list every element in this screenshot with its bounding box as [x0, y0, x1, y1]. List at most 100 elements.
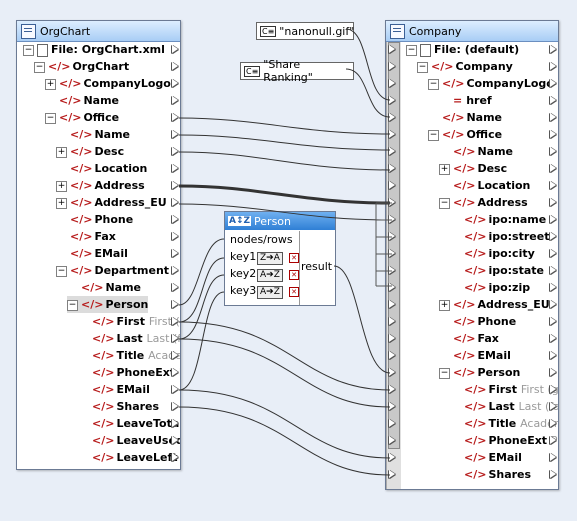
- input-key1[interactable]: key1: [230, 250, 257, 263]
- input-connector-icon[interactable]: [389, 130, 395, 138]
- output-connector-icon[interactable]: [550, 79, 556, 87]
- sort-function-person[interactable]: A↕Z Person nodes/rows key1 key2 key3 Z➔A…: [224, 211, 336, 306]
- output-connector-icon[interactable]: [172, 300, 178, 308]
- output-connector-icon[interactable]: [172, 385, 178, 393]
- input-connector-icon[interactable]: [389, 334, 395, 342]
- input-connector-icon[interactable]: [389, 147, 395, 155]
- output-connector-icon[interactable]: [550, 181, 556, 189]
- left-row-leaveleft[interactable]: </>LeaveLeft: [78, 449, 178, 466]
- collapse-icon[interactable]: −: [439, 367, 450, 379]
- output-connector-icon[interactable]: [550, 436, 556, 444]
- left-row-file-orgchart-xml[interactable]: −File: OrgChart.xml: [23, 41, 165, 58]
- input-connector-icon[interactable]: [389, 79, 395, 87]
- output-connector-icon[interactable]: [550, 232, 556, 240]
- collapse-icon[interactable]: −: [406, 44, 417, 56]
- output-result[interactable]: result: [301, 260, 333, 273]
- source-component-header[interactable]: OrgChart: [17, 21, 180, 42]
- key1-sort-order-toggle[interactable]: Z➔A: [257, 252, 283, 265]
- left-row-leaveused[interactable]: </>LeaveUsed: [78, 432, 180, 449]
- output-connector-icon[interactable]: [172, 334, 178, 342]
- expand-icon[interactable]: +: [56, 197, 67, 209]
- key3-sort-order-toggle[interactable]: A➔Z: [257, 286, 283, 299]
- input-connector-icon[interactable]: [389, 300, 395, 308]
- output-connector-icon[interactable]: [550, 334, 556, 342]
- output-connector-icon[interactable]: [550, 470, 556, 478]
- output-connector-icon[interactable]: [550, 62, 556, 70]
- collapse-icon[interactable]: −: [428, 129, 439, 141]
- output-connector-icon[interactable]: [172, 130, 178, 138]
- right-row-file-default-[interactable]: −File: (default): [406, 41, 519, 58]
- target-component-header[interactable]: Company: [386, 21, 558, 42]
- output-connector-icon[interactable]: [550, 402, 556, 410]
- left-row-name[interactable]: </>Name: [45, 92, 119, 109]
- left-row-name[interactable]: </>Name: [56, 126, 130, 143]
- input-connector-icon[interactable]: [389, 436, 395, 444]
- right-row-name[interactable]: </>Name: [439, 143, 513, 160]
- output-connector-icon[interactable]: [172, 96, 178, 104]
- output-connector-icon[interactable]: [550, 215, 556, 223]
- right-row-office[interactable]: −</>Office: [428, 126, 502, 143]
- collapse-icon[interactable]: −: [67, 299, 78, 311]
- right-row-href[interactable]: =href: [439, 92, 492, 109]
- output-connector-icon[interactable]: [550, 368, 556, 376]
- expand-icon[interactable]: +: [439, 299, 450, 311]
- output-connector-icon[interactable]: [550, 113, 556, 121]
- right-row-phoneext[interactable]: </>PhoneExt Phon: [450, 432, 558, 449]
- input-connector-icon[interactable]: [389, 385, 395, 393]
- output-connector-icon[interactable]: [550, 45, 556, 53]
- left-row-address[interactable]: +</>Address: [56, 177, 145, 194]
- expand-icon[interactable]: +: [439, 163, 450, 175]
- output-connector-icon[interactable]: [172, 368, 178, 376]
- right-row-phone[interactable]: </>Phone: [439, 313, 516, 330]
- output-connector-icon[interactable]: [172, 181, 178, 189]
- target-component-company[interactable]: Company −File: (default)−</>Company−</>C…: [385, 20, 559, 490]
- right-row-title[interactable]: </>Title Academic: [450, 415, 558, 432]
- right-row-ipo-street[interactable]: </>ipo:street: [450, 228, 549, 245]
- left-row-companylogo[interactable]: +</>CompanyLogo: [45, 75, 171, 92]
- collapse-icon[interactable]: −: [56, 265, 67, 277]
- output-connector-icon[interactable]: [172, 79, 178, 87]
- input-connector-icon[interactable]: [389, 470, 395, 478]
- input-connector-icon[interactable]: [389, 266, 395, 274]
- collapse-icon[interactable]: −: [428, 78, 439, 90]
- output-connector-icon[interactable]: [172, 317, 178, 325]
- output-connector-icon[interactable]: [550, 130, 556, 138]
- output-connector-icon[interactable]: [172, 419, 178, 427]
- right-row-address-eu[interactable]: +</>Address_EU: [439, 296, 550, 313]
- right-row-person[interactable]: −</>Person: [439, 364, 520, 381]
- right-row-shares[interactable]: </>Shares: [450, 466, 531, 483]
- right-row-ipo-state[interactable]: </>ipo:state: [450, 262, 544, 279]
- input-connector-icon[interactable]: [389, 96, 395, 104]
- output-connector-icon[interactable]: [550, 198, 556, 206]
- expand-icon[interactable]: +: [56, 146, 67, 158]
- right-row-address[interactable]: −</>Address: [439, 194, 528, 211]
- right-row-email[interactable]: </>EMail: [450, 449, 522, 466]
- output-connector-icon[interactable]: [550, 147, 556, 155]
- left-row-person[interactable]: −</>Person: [67, 296, 149, 313]
- output-connector-icon[interactable]: [550, 385, 556, 393]
- input-key3[interactable]: key3: [230, 284, 257, 297]
- key2-remove-icon[interactable]: ✕: [289, 270, 299, 280]
- left-row-email[interactable]: </>EMail: [78, 381, 150, 398]
- input-nodes-rows[interactable]: nodes/rows: [230, 233, 293, 246]
- output-connector-icon[interactable]: [550, 317, 556, 325]
- output-connector-icon[interactable]: [550, 249, 556, 257]
- output-connector-icon[interactable]: [172, 402, 178, 410]
- left-row-first[interactable]: </>First First (give: [78, 313, 180, 330]
- expand-icon[interactable]: +: [45, 78, 56, 90]
- output-connector-icon[interactable]: [550, 96, 556, 104]
- collapse-icon[interactable]: −: [23, 44, 34, 56]
- output-connector-icon[interactable]: [172, 453, 178, 461]
- right-row-ipo-city[interactable]: </>ipo:city: [450, 245, 535, 262]
- key2-sort-order-toggle[interactable]: A➔Z: [257, 269, 283, 282]
- output-connector-icon[interactable]: [172, 198, 178, 206]
- right-row-first[interactable]: </>First First (give: [450, 381, 558, 398]
- output-connector-icon[interactable]: [172, 45, 178, 53]
- input-connector-icon[interactable]: [389, 164, 395, 172]
- right-row-email[interactable]: </>EMail: [439, 347, 511, 364]
- key3-remove-icon[interactable]: ✕: [289, 287, 299, 297]
- right-row-ipo-name[interactable]: </>ipo:name: [450, 211, 546, 228]
- left-row-leavetotal[interactable]: </>LeaveTotal: [78, 415, 180, 432]
- input-connector-icon[interactable]: [389, 453, 395, 461]
- input-key2[interactable]: key2: [230, 267, 257, 280]
